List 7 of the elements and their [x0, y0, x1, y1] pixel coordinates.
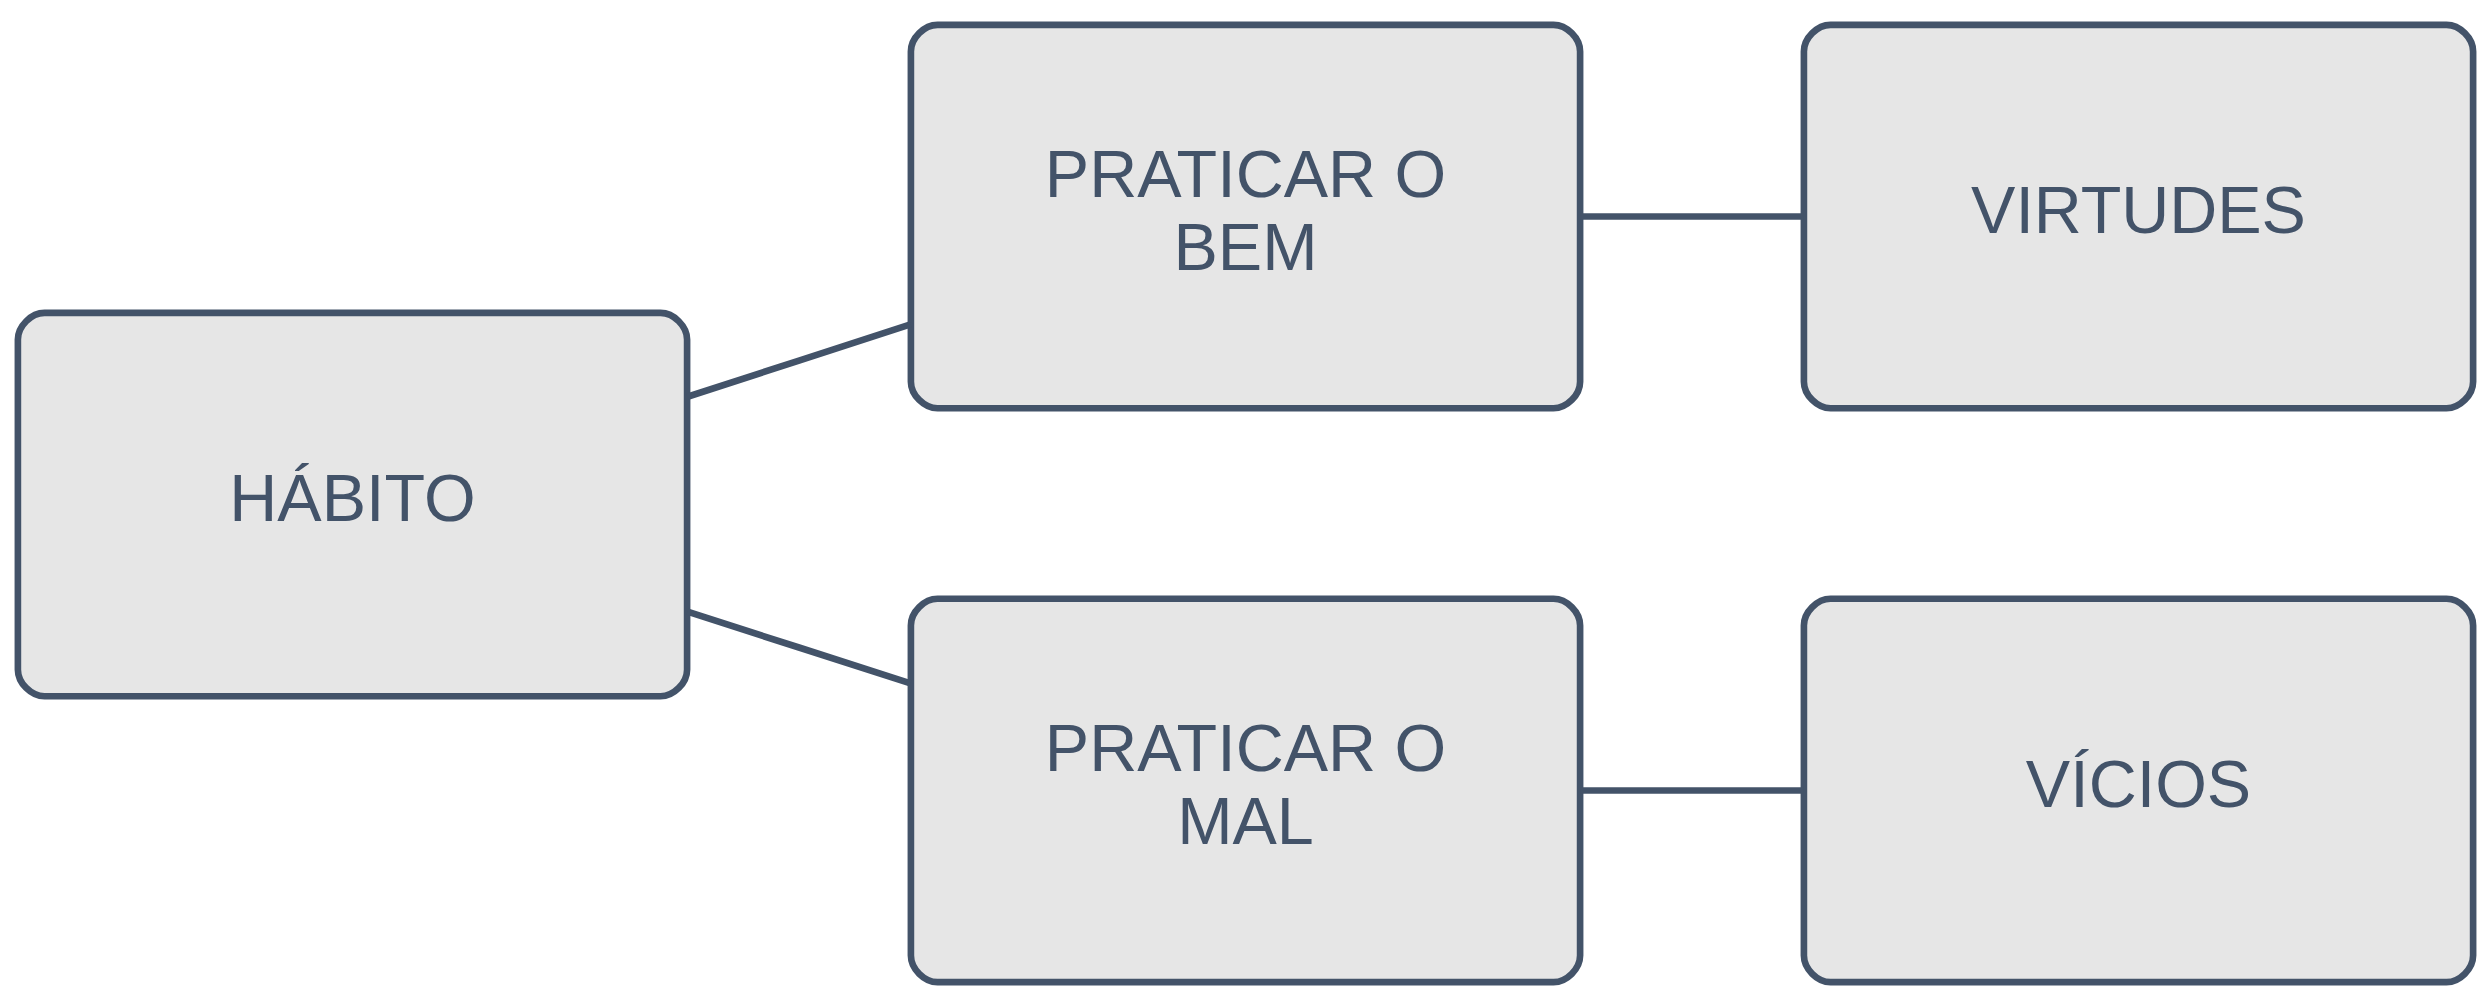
connector [1580, 212, 1804, 220]
node-box: PRATICAR O BEM [907, 21, 1584, 412]
node-box: VÍCIOS [1800, 594, 2477, 985]
node-box: HÁBITO [14, 309, 691, 700]
node-box: PRATICAR O MAL [907, 594, 1584, 985]
connector [1580, 786, 1804, 794]
node-box: VIRTUDES [1800, 21, 2477, 412]
